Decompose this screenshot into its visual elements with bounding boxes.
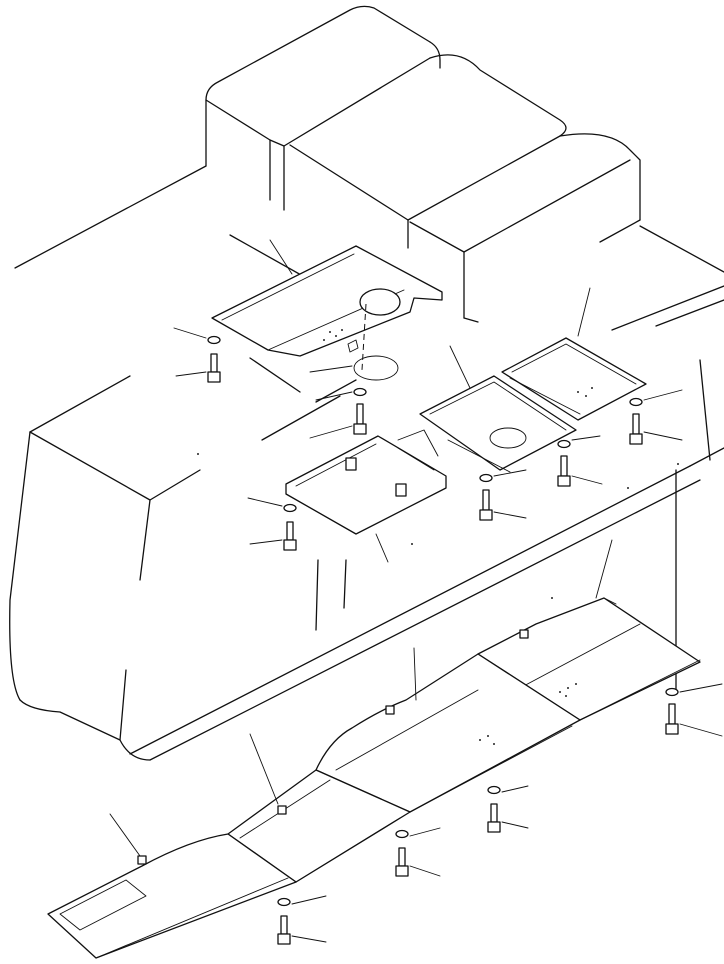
bolt-group (207, 335, 679, 945)
bolt-8 (487, 785, 501, 833)
leader-lines (109, 239, 723, 943)
bolt-9 (395, 829, 409, 877)
bolt-1 (207, 335, 221, 383)
machine-body-outline (9, 5, 724, 761)
cover-plate-center (285, 429, 447, 535)
cover-plate-right-1 (419, 375, 577, 473)
bolt-2 (353, 387, 367, 435)
bolt-10 (277, 897, 291, 945)
bolt-6 (629, 397, 643, 445)
under-cover-end (47, 833, 297, 959)
cover-plate-right-2 (501, 337, 647, 421)
under-cover-long-middle (315, 653, 581, 813)
bolt-3 (283, 503, 297, 551)
bolt-5 (557, 439, 571, 487)
bolt-7 (665, 687, 679, 735)
bolt-4 (479, 473, 493, 521)
cover-plate-upper (211, 245, 443, 381)
detail-marks (197, 453, 679, 599)
